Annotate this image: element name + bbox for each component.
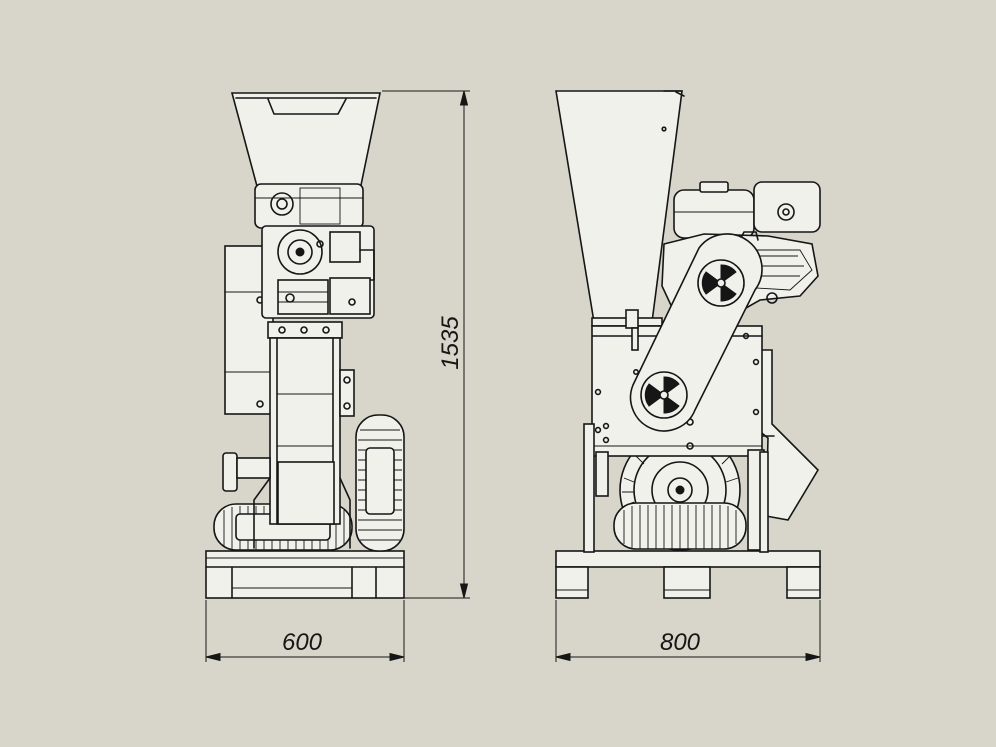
side-belt-guard	[629, 233, 763, 432]
front-hopper	[230, 92, 381, 191]
front-handle	[222, 452, 271, 492]
front-pallet	[205, 550, 405, 599]
side-wheel	[613, 429, 747, 551]
front-body	[253, 337, 355, 549]
side-pallet	[555, 550, 821, 599]
dimension-front-width-label: 600	[282, 629, 323, 656]
front-mount-plate	[267, 321, 343, 339]
dimension-height-label: 1535	[437, 316, 464, 370]
front-side-wheel	[355, 414, 405, 552]
dimension-side-width-label: 800	[660, 629, 701, 656]
side-view	[555, 90, 821, 599]
side-legs	[583, 423, 769, 553]
front-engine	[254, 183, 375, 319]
front-view	[205, 92, 405, 599]
dimension-lines	[205, 90, 821, 662]
